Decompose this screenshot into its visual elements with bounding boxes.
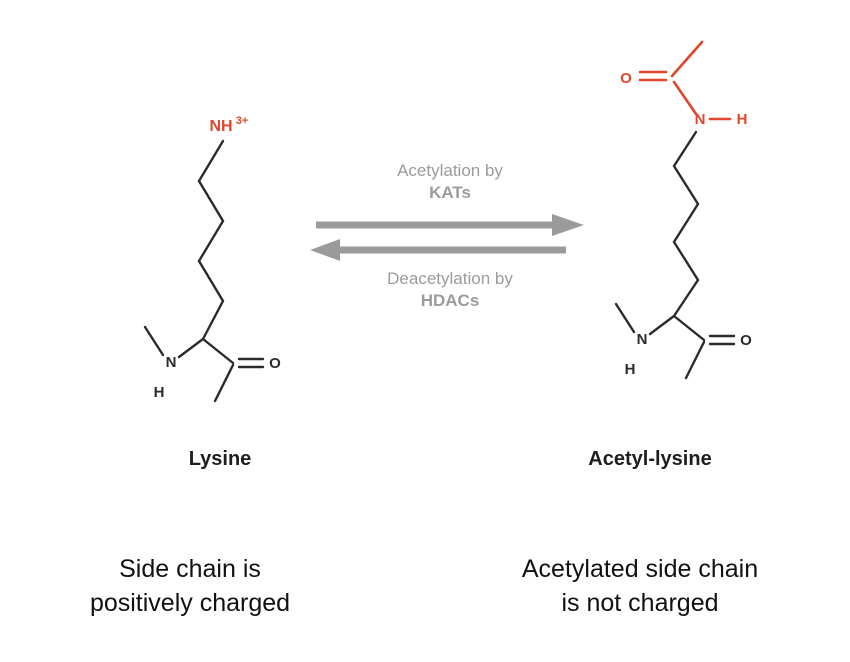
forward-arrow-head xyxy=(552,214,584,236)
acetyl-lysine-structure: O N H N H O xyxy=(614,40,752,380)
acetyl-oxygen-label: O xyxy=(620,70,632,87)
bond xyxy=(672,314,706,342)
reaction-arrows xyxy=(310,214,584,261)
bond xyxy=(672,240,700,282)
bond xyxy=(672,164,700,206)
acetyl-lysine-backbone-hydrogen-label: H xyxy=(625,361,636,378)
bond xyxy=(672,202,700,244)
bond xyxy=(177,337,205,359)
left-caption: Side chain is positively charged xyxy=(20,552,360,620)
acetyl-lysine-carbonyl-oxygen-label: O xyxy=(740,332,752,349)
forward-reaction-label: Acetylation by KATs xyxy=(300,160,600,204)
acetyl-lysine-side-chain-bonds xyxy=(672,130,700,318)
acetyl-lysine-name-label: Acetyl-lysine xyxy=(588,448,712,470)
bond xyxy=(197,139,225,183)
bond xyxy=(672,278,700,318)
acetyl-lysine-backbone-nitrogen-label: N xyxy=(637,331,648,348)
forward-enzyme-text: KATs xyxy=(429,183,471,202)
reverse-arrow-head xyxy=(310,239,340,261)
amide-hydrogen-label: H xyxy=(737,111,748,128)
lysine-carbonyl-oxygen-label: O xyxy=(269,355,281,372)
acetyl-group-bonds xyxy=(638,40,732,121)
lysine-side-chain-bonds xyxy=(197,139,225,341)
lysine-backbone-hydrogen-label: H xyxy=(154,384,165,401)
acetyl-lysine-backbone-bonds xyxy=(614,302,736,380)
lysine-structure: NH 3+ N H O xyxy=(143,115,281,403)
bond xyxy=(648,314,676,336)
reverse-reaction-text: Deacetylation by xyxy=(387,269,513,288)
lysine-backbone-bonds xyxy=(143,325,265,403)
bond xyxy=(614,302,636,334)
forward-arrow xyxy=(316,214,584,236)
bond xyxy=(684,340,706,380)
forward-reaction-text: Acetylation by xyxy=(397,161,503,180)
bond xyxy=(672,80,698,116)
left-caption-line2: positively charged xyxy=(89,589,291,617)
lysine-amine-charge-superscript: 3+ xyxy=(236,115,249,127)
bond xyxy=(670,40,704,78)
bond xyxy=(143,325,165,357)
bond xyxy=(201,299,225,341)
bond xyxy=(197,259,225,303)
bond xyxy=(201,337,235,365)
right-caption: Acetylated side chain is not charged xyxy=(470,552,810,620)
bond xyxy=(213,363,235,403)
bond xyxy=(672,130,698,168)
right-caption-line2: is not charged xyxy=(561,589,719,617)
bond xyxy=(197,219,225,263)
lysine-name-label: Lysine xyxy=(188,448,252,470)
reverse-reaction-label: Deacetylation by HDACs xyxy=(300,268,600,312)
bond xyxy=(197,179,225,223)
left-caption-line1: Side chain is xyxy=(119,555,261,583)
lysine-amine-label: NH xyxy=(209,118,232,135)
reverse-enzyme-text: HDACs xyxy=(420,291,480,310)
lysine-backbone-nitrogen-label: N xyxy=(166,354,177,371)
amide-nitrogen-label: N xyxy=(695,111,706,128)
reverse-arrow xyxy=(310,239,566,261)
right-caption-line1: Acetylated side chain xyxy=(521,555,759,583)
